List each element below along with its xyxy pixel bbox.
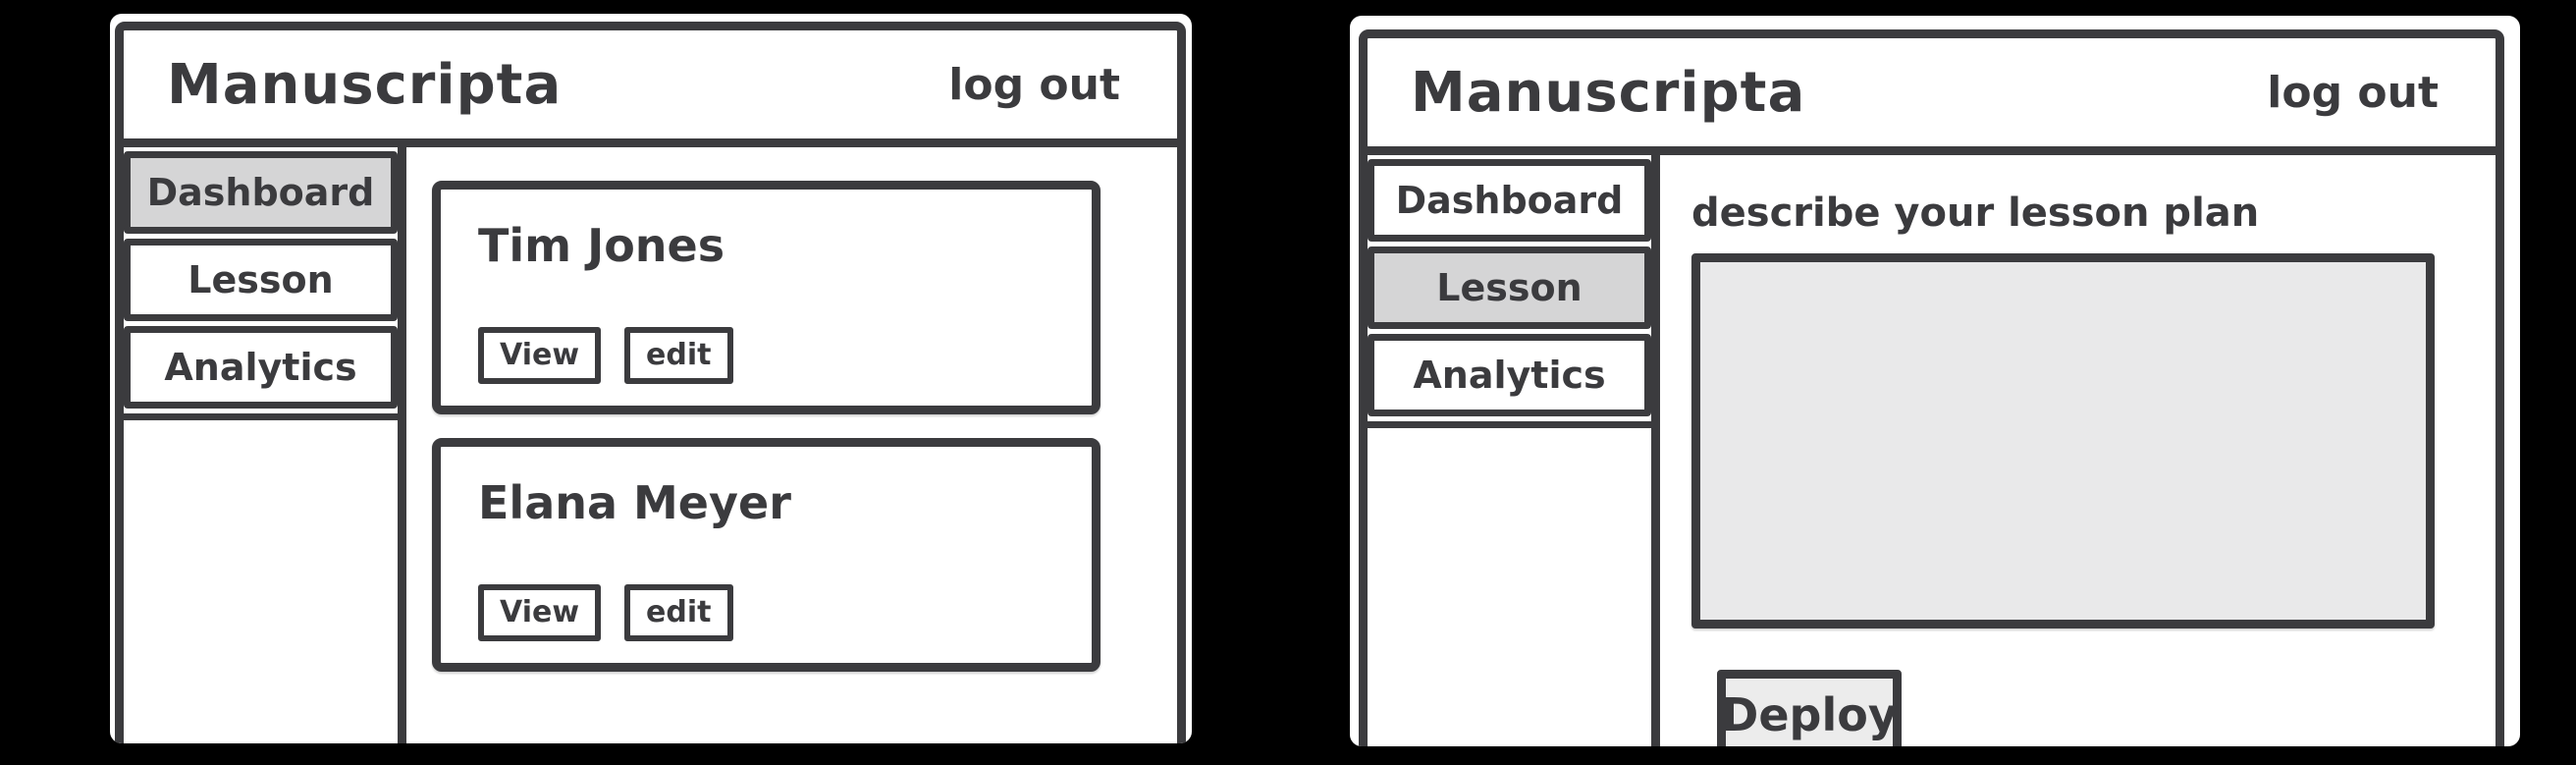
view-button[interactable]: View <box>478 327 602 384</box>
sidebar: Dashboard Lesson Analytics <box>1368 155 1660 746</box>
manuscript-card: Elana Meyer View edit <box>432 438 1100 672</box>
logout-link[interactable]: log out <box>948 59 1120 110</box>
sidebar-item-analytics[interactable]: Analytics <box>124 326 398 409</box>
app-header: Manuscripta log out <box>124 30 1177 147</box>
card-title: Tim Jones <box>478 219 725 272</box>
sidebar-item-analytics[interactable]: Analytics <box>1368 334 1651 416</box>
lesson-plan-textarea[interactable] <box>1691 253 2435 628</box>
card-title: Elana Meyer <box>478 476 791 529</box>
sidebar-item-dashboard[interactable]: Dashboard <box>1368 159 1651 242</box>
app-body: Dashboard Lesson Analytics describe your… <box>1368 155 2496 746</box>
app-frame: Manuscripta log out Dashboard Lesson Ana… <box>115 22 1186 743</box>
manuscript-card: Tim Jones View edit <box>432 181 1100 414</box>
app-body: Dashboard Lesson Analytics Tim Jones Vie… <box>124 147 1177 743</box>
dashboard-content: Tim Jones View edit Elana Meyer View edi… <box>406 147 1177 743</box>
view-button[interactable]: View <box>478 584 602 641</box>
card-actions: View edit <box>478 327 733 384</box>
sidebar-empty-cell <box>1368 421 1651 746</box>
deploy-button[interactable]: Deploy <box>1717 670 1902 746</box>
window-lesson-screen: Manuscripta log out Dashboard Lesson Ana… <box>1350 16 2520 746</box>
sidebar: Dashboard Lesson Analytics <box>124 147 406 743</box>
logout-link[interactable]: log out <box>2267 67 2439 118</box>
lesson-plan-label: describe your lesson plan <box>1691 191 2260 236</box>
sidebar-item-dashboard[interactable]: Dashboard <box>124 151 398 234</box>
edit-button[interactable]: edit <box>624 327 733 384</box>
app-header: Manuscripta log out <box>1368 38 2496 155</box>
window-dashboard-screen: Manuscripta log out Dashboard Lesson Ana… <box>110 14 1192 743</box>
lesson-content: describe your lesson plan Deploy <box>1660 155 2496 746</box>
app-title: Manuscripta <box>1411 60 1806 125</box>
sidebar-item-lesson[interactable]: Lesson <box>1368 246 1651 329</box>
edit-button[interactable]: edit <box>624 584 733 641</box>
sidebar-empty-cell <box>124 413 398 743</box>
app-title: Manuscripta <box>167 52 563 117</box>
app-frame: Manuscripta log out Dashboard Lesson Ana… <box>1359 29 2504 746</box>
sidebar-item-lesson[interactable]: Lesson <box>124 239 398 321</box>
card-actions: View edit <box>478 584 733 641</box>
